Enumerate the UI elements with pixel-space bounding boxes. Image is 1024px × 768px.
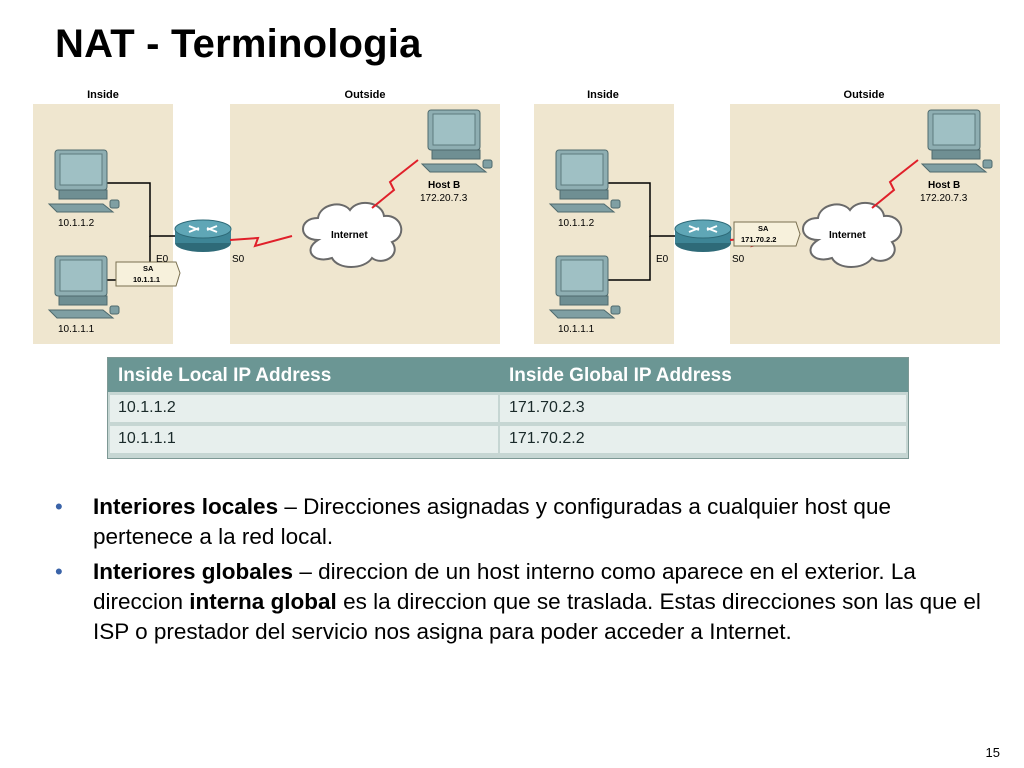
bullet-term: Interiores locales bbox=[93, 494, 279, 519]
nat-table-header: Inside Local IP Address Inside Global IP… bbox=[108, 358, 908, 392]
sa-packet-left bbox=[115, 261, 181, 287]
internet-label-right: Internet bbox=[829, 230, 866, 241]
table-cell: 171.70.2.3 bbox=[509, 399, 585, 416]
lightning-link-icon bbox=[371, 159, 419, 209]
bullet-item: • Interiores locales – Direcciones asign… bbox=[55, 492, 995, 552]
page-number: 15 bbox=[985, 745, 1000, 760]
outside-label-left: Outside bbox=[344, 89, 386, 101]
hostb-right: Host B 172.20.7.3 bbox=[920, 179, 967, 205]
table-cell: 10.1.1.1 bbox=[118, 430, 176, 447]
bullet-list: • Interiores locales – Direcciones asign… bbox=[55, 492, 995, 652]
sa-value-right: 171.70.2.2 bbox=[741, 235, 777, 244]
computer-icon bbox=[421, 109, 493, 173]
inside-label-right: Inside bbox=[587, 89, 619, 101]
table-cell: 10.1.1.2 bbox=[118, 399, 176, 416]
table-row: 10.1.1.2 171.70.2.3 bbox=[110, 395, 906, 422]
s0-label-right: S0 bbox=[732, 254, 745, 265]
sa-label-left: SA bbox=[143, 264, 154, 273]
host2-ip-right: 10.1.1.1 bbox=[558, 324, 595, 335]
table-cell: 171.70.2.2 bbox=[509, 430, 585, 447]
bullet-icon: • bbox=[55, 494, 63, 519]
computer-icon bbox=[48, 149, 120, 213]
bullet-term: Interiores globales bbox=[93, 559, 294, 584]
nat-table: Inside Local IP Address Inside Global IP… bbox=[107, 357, 909, 459]
hostb-ip-right: 172.20.7.3 bbox=[920, 193, 968, 204]
host2-ip-left: 10.1.1.1 bbox=[58, 324, 95, 335]
bullet-text: – Direcciones asignadas y configuradas a… bbox=[93, 494, 891, 549]
hostb-name-right: Host B bbox=[928, 180, 961, 191]
router-icon bbox=[674, 219, 732, 253]
bullet-text: – direccion de un host interno como apar… bbox=[93, 559, 916, 614]
header-inside-local: Inside Local IP Address bbox=[118, 365, 332, 386]
sa-value-left: 10.1.1.1 bbox=[133, 275, 161, 284]
bullet-item: • Interiores globales – direccion de un … bbox=[55, 557, 995, 647]
hostb-name-left: Host B bbox=[428, 180, 461, 191]
e0-label-left: E0 bbox=[156, 254, 169, 265]
computer-icon bbox=[48, 255, 120, 319]
link-pc1-router-left bbox=[98, 182, 180, 237]
s0-label-left: S0 bbox=[232, 254, 245, 265]
sa-packet-right bbox=[733, 221, 801, 247]
lightning-link-icon bbox=[871, 159, 919, 209]
e0-label-right: E0 bbox=[656, 254, 669, 265]
bullet-emphasis: interna global bbox=[189, 589, 337, 614]
computer-icon bbox=[921, 109, 993, 173]
header-inside-global: Inside Global IP Address bbox=[509, 365, 732, 386]
router-icon bbox=[174, 219, 232, 253]
hostb-ip-left: 172.20.7.3 bbox=[420, 193, 468, 204]
bullet-text: es la direccion que se traslada. Estas d… bbox=[93, 589, 981, 644]
column-divider bbox=[498, 394, 500, 456]
link-pc2-router-right bbox=[598, 236, 651, 281]
lightning-link-icon bbox=[229, 235, 293, 248]
link-pc1-router-right bbox=[598, 182, 680, 237]
computer-icon bbox=[549, 149, 621, 213]
host1-ip-left: 10.1.1.2 bbox=[58, 218, 95, 229]
outside-label-right: Outside bbox=[843, 89, 885, 101]
computer-icon bbox=[549, 255, 621, 319]
slide-title: NAT - Terminologia bbox=[55, 22, 422, 66]
inside-label-left: Inside bbox=[87, 89, 119, 101]
table-row: 10.1.1.1 171.70.2.2 bbox=[110, 426, 906, 453]
sa-label-right: SA bbox=[758, 224, 769, 233]
host1-ip-right: 10.1.1.2 bbox=[558, 218, 595, 229]
bullet-icon: • bbox=[55, 559, 63, 584]
hostb-left: Host B 172.20.7.3 bbox=[420, 179, 467, 205]
internet-label-left: Internet bbox=[331, 230, 368, 241]
network-diagram bbox=[48, 109, 993, 319]
